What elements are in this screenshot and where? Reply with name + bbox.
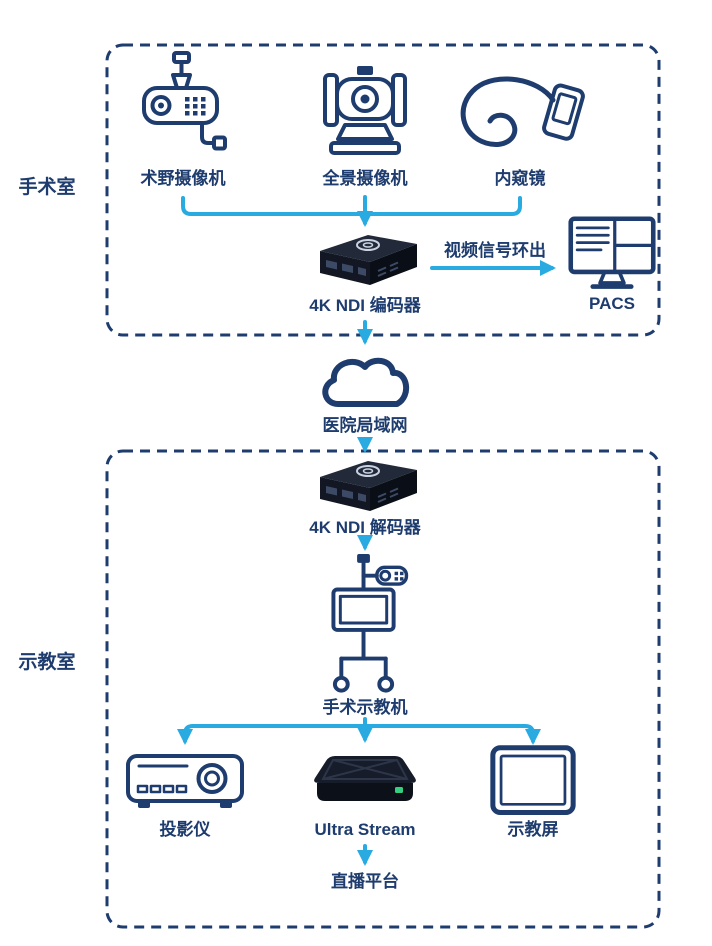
pacs-label: PACS xyxy=(589,294,635,313)
teaching-room-label: 示教室 xyxy=(18,652,76,673)
endoscope-icon xyxy=(460,76,585,147)
encoder-label: 4K NDI 编码器 xyxy=(309,296,421,315)
decoder-device-icon xyxy=(305,456,425,520)
lan-label: 医院局域网 xyxy=(322,416,408,435)
operating-room-boundary xyxy=(105,43,661,337)
pacs-monitor-icon xyxy=(568,216,656,289)
power-led xyxy=(395,787,403,793)
field-camera-icon xyxy=(142,51,227,151)
loop-out-label: 视频信号环出 xyxy=(444,241,546,260)
endoscope-label: 内窥镜 xyxy=(494,169,546,188)
decoder-label: 4K NDI 解码器 xyxy=(309,518,421,537)
teaching-station-label: 手术示教机 xyxy=(322,698,408,717)
ptz-camera-icon xyxy=(323,66,407,155)
teaching-room-boundary xyxy=(105,449,661,929)
cloud-icon xyxy=(322,357,410,407)
projector-icon xyxy=(126,754,244,808)
ptz-camera-label: 全景摄像机 xyxy=(322,169,408,188)
encoder-device-icon xyxy=(305,230,425,294)
live-platform-label: 直播平台 xyxy=(331,872,399,891)
flow-arrows xyxy=(177,195,556,866)
operating-room-label: 手术室 xyxy=(18,177,76,198)
teaching-screen-label: 示教屏 xyxy=(507,820,559,839)
field-camera-label: 术野摄像机 xyxy=(140,169,226,188)
display-screen-icon xyxy=(490,745,576,816)
ultra-stream-device-icon xyxy=(314,756,416,801)
projector-label: 投影仪 xyxy=(159,820,211,839)
ultra-stream-label: Ultra Stream xyxy=(314,820,416,839)
teaching-cart-icon xyxy=(331,553,409,693)
